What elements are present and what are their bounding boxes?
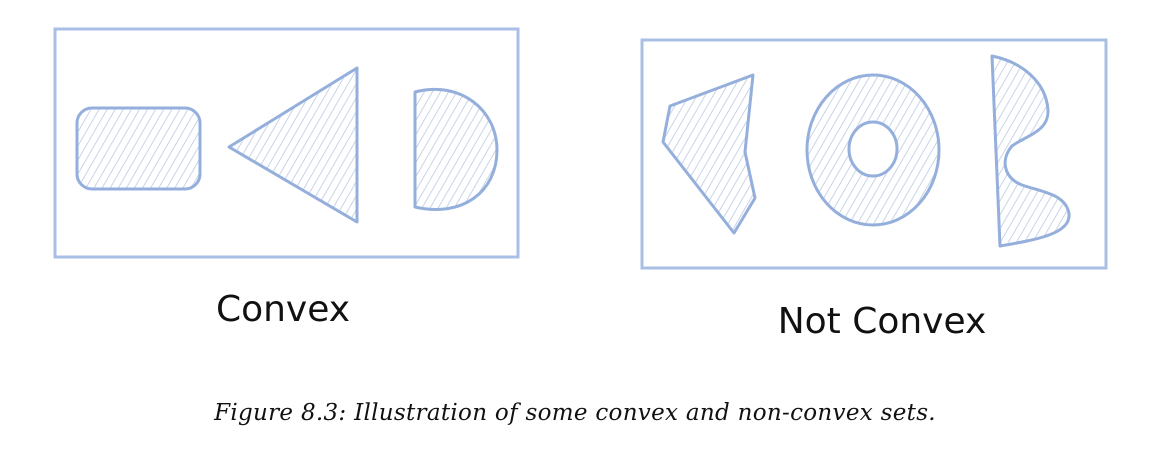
triangle-shape bbox=[227, 66, 359, 224]
figure-caption: Figure 8.3: Illustration of some convex … bbox=[213, 400, 936, 426]
half-disc-shape bbox=[413, 87, 499, 212]
not-convex-label: Not Convex bbox=[778, 301, 987, 342]
concave-quadrilateral-shape bbox=[661, 73, 757, 235]
rounded-rectangle-shape bbox=[75, 106, 202, 191]
not-convex-frame bbox=[640, 38, 1108, 270]
convex-panel: Convex bbox=[53, 27, 520, 330]
convex-label: Convex bbox=[216, 289, 350, 330]
not-convex-panel: Not Convex bbox=[640, 38, 1108, 342]
notched-shape bbox=[990, 54, 1071, 248]
annulus-shape bbox=[805, 73, 941, 227]
convex-frame bbox=[53, 27, 520, 259]
